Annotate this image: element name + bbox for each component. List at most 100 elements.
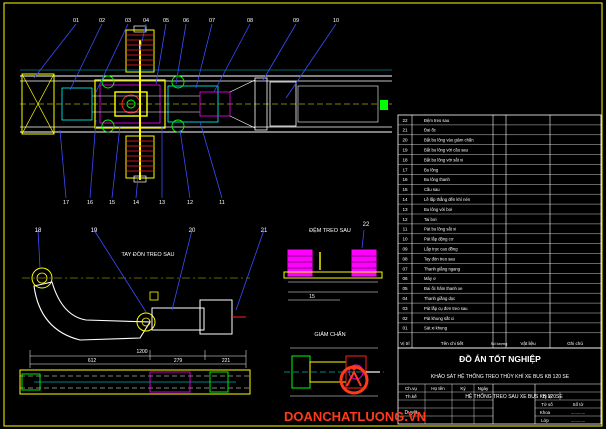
col-header-sign: Ký [460, 386, 466, 391]
arm-view [22, 267, 250, 368]
callout-22: 22 [363, 222, 370, 228]
callout-21: 21 [261, 228, 268, 234]
callout-top-07: 07 [209, 18, 215, 24]
table-row: 07 Thanh giằng ngang [402, 266, 460, 271]
arm-view-label: TAY ĐÒN TREO SAU [121, 251, 174, 258]
table-cell-no: 18 [402, 157, 408, 162]
table-cell-no: 11 [403, 227, 408, 232]
table-row: 17 Bu lông [402, 167, 438, 172]
main-title: ĐỒ ÁN TỐT NGHIỆP [459, 353, 541, 364]
shock-view [284, 347, 384, 397]
table-row: 09 Lắp trục cao đồng [402, 247, 458, 252]
table-cell-name: Pát khung sắt xi [424, 316, 454, 321]
table-cell-no: 16 [402, 177, 408, 182]
callout-bottom-17: 17 [63, 200, 69, 206]
table-cell-no: 22 [402, 118, 408, 123]
table-cell-name: Bắt bu lông với cầu sau [424, 148, 469, 153]
table-row: 13 Bu lông với bơi [402, 207, 452, 212]
table-cell-no: 03 [402, 306, 408, 311]
watermark-text: DOANCHATLUONG.VN [284, 409, 426, 424]
khoa-label: Khoa [540, 410, 551, 415]
table-cell-name: Bắt bu lông vào giảm chấn [424, 138, 474, 143]
table-row: 02 Pát khung sắt xi [402, 316, 453, 321]
table-header-note: Ghi chú [567, 341, 583, 346]
table-cell-no: 07 [402, 266, 408, 271]
arm-callout-leaders [37, 229, 265, 313]
table-header-qty: Số lượng [491, 341, 508, 346]
table-row: 10 Pát lắp động cơ [402, 237, 453, 242]
table-row: 04 Thanh giằng dọc [402, 296, 455, 301]
shock-view-label: GIẢM CHẤN [314, 331, 345, 338]
table-cell-name: Đệm treo sau [424, 118, 450, 123]
callout-bottom-14: 14 [133, 200, 139, 206]
table-cell-name: Thanh giằng ngang [424, 266, 461, 271]
callout-top-01: 01 [73, 18, 79, 24]
table-header-name: Tên chi tiết [441, 341, 464, 346]
table-cell-no: 21 [402, 128, 408, 133]
table-cell-name: Đai ốc hãm thanh xe [424, 286, 463, 291]
table-cell-no: 08 [402, 256, 408, 261]
table-cell-name: Bu lông thanh [424, 177, 451, 182]
table-row: 21 Đai ốc [402, 128, 435, 133]
col-header-name: Họ tên [431, 386, 445, 391]
table-cell-no: 17 [402, 167, 408, 172]
title-block [397, 347, 602, 425]
lop-label: Lớp [541, 418, 549, 423]
drawing-name: HỆ THỐNG TREO SAU XE BUS KB 120SE [465, 392, 563, 400]
stamp-label: Duyệt [404, 410, 418, 416]
bottom-callout-leaders [59, 119, 223, 199]
table-cell-name: Cầu sau [424, 187, 440, 192]
dimension-cushion: 15 [309, 294, 315, 300]
table-row: 03 Pát lắp cụ đơn treo sau [402, 306, 468, 311]
dimension-arm-c: 221 [222, 358, 231, 364]
table-cell-no: 04 [402, 296, 408, 301]
dimension-arm-b: 279 [174, 358, 183, 364]
callout-top-02: 02 [99, 18, 105, 24]
callout-bottom-16: 16 [87, 200, 93, 206]
table-cell-name: Pát lắp cụ đơn treo sau [424, 306, 468, 311]
callout-bottom-13: 13 [159, 200, 165, 206]
sheet-frame [3, 2, 603, 427]
cushion-view-label: ĐỆM TREO SAU [309, 226, 351, 234]
callout-top-04: 04 [143, 18, 149, 24]
table-row: 16 Bu lông thanh [402, 177, 450, 182]
arm-bottom-view [19, 369, 251, 395]
callout-top-05: 05 [163, 18, 169, 24]
table-cell-name: Bu lông với bơi [424, 207, 452, 212]
table-cell-name: Đai ốc [424, 128, 436, 133]
chassis-top-view [20, 25, 392, 183]
col-header-role: Ch.vụ [405, 386, 417, 391]
table-cell-no: 10 [402, 237, 408, 242]
watermark-logo [339, 365, 369, 395]
table-cell-name: Pát lắp động cơ [424, 237, 454, 242]
table-cell-name: Sát xi khung [424, 326, 448, 331]
row-design: Th.kế [405, 394, 417, 399]
dimension-arm-total: 1200 [136, 349, 147, 355]
callout-top-08: 08 [247, 18, 253, 24]
khoa-dots: ............ [571, 410, 586, 415]
sheet-label: Tờ số [541, 402, 553, 407]
table-row: 05 Đai ốc hãm thanh xe [402, 286, 463, 291]
table-cell-name: Pát bu lông sắt xi [424, 227, 456, 232]
table-cell-no: 13 [402, 207, 408, 212]
callout-bottom-15: 15 [109, 200, 115, 206]
table-cell-name: Lề lắp thẳng đến khí nén [424, 197, 471, 202]
callout-18: 18 [35, 228, 42, 234]
table-cell-name: Tai bơi [424, 217, 437, 222]
table-cell-no: 05 [402, 286, 408, 291]
table-cell-name: Bu lông [424, 167, 439, 172]
table-cell-name: Thanh giằng dọc [424, 296, 455, 301]
cushion-callout-leader [361, 229, 365, 249]
table-cell-no: 02 [402, 316, 408, 321]
table-cell-no: 09 [402, 247, 408, 252]
table-cell-name: Lắp trục cao đồng [424, 247, 458, 252]
table-header-no: Vị trí [400, 341, 410, 346]
callout-bottom-12: 12 [187, 200, 193, 206]
subtitle: KHẢO SÁT HỆ THỐNG TREO THỦY KHÍ XE BUS K… [431, 372, 570, 380]
